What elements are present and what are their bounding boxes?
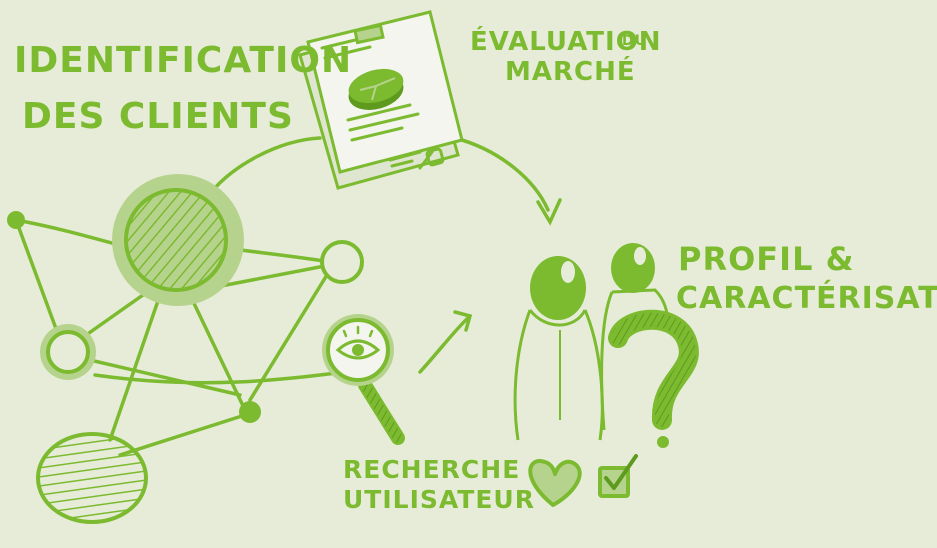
evaluation-title-du: DU <box>622 33 647 49</box>
profil-title-line2: CARACTÉRISATION <box>676 280 937 316</box>
evaluation-title-line1: ÉVALUATION <box>470 25 662 57</box>
magnifier-eye-icon <box>322 314 405 445</box>
evaluation-title-line2: MARCHÉ <box>505 55 636 87</box>
identification-title-line2: DES CLIENTS <box>22 96 294 137</box>
profil-title-line1: PROFIL & <box>678 240 855 278</box>
network-nodes <box>7 174 364 524</box>
identification-title-line1: IDENTIFICATION <box>14 40 352 81</box>
recherche-title-line2: UTILISATEUR <box>343 485 535 514</box>
question-mark-icon <box>608 309 699 448</box>
document-pie-chart-icon <box>298 10 464 190</box>
heart-icon <box>528 459 582 507</box>
recherche-title-line1: RECHERCHE <box>343 455 520 484</box>
arrow-heads <box>453 198 562 332</box>
people-icon <box>513 243 670 441</box>
network-graph-icon <box>14 136 550 457</box>
checkbox-icon <box>598 454 638 498</box>
